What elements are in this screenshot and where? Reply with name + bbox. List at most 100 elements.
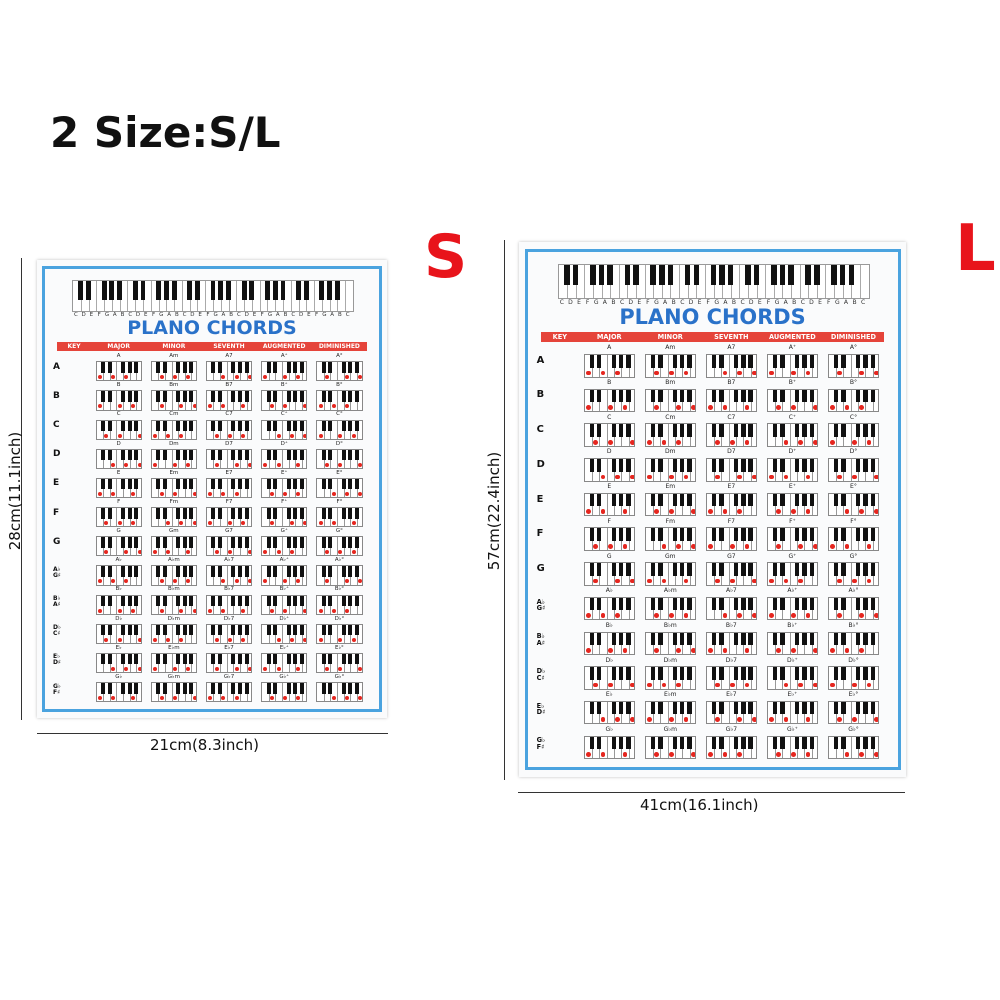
mini-keyboard bbox=[644, 458, 696, 482]
black-key bbox=[658, 632, 663, 645]
black-key bbox=[805, 265, 811, 286]
mini-keyboard-wrap bbox=[705, 388, 757, 413]
chord-cell: Dm bbox=[150, 440, 198, 470]
chord-cell: F7 bbox=[705, 518, 757, 552]
black-key bbox=[211, 362, 216, 373]
black-key bbox=[211, 624, 216, 636]
black-key bbox=[741, 632, 746, 645]
mini-keyboard-wrap bbox=[205, 536, 253, 557]
small-height-line bbox=[21, 258, 22, 720]
chord-name: G⁺ bbox=[280, 528, 288, 534]
note-dot bbox=[179, 521, 184, 526]
mini-keyboard bbox=[766, 700, 819, 725]
black-key bbox=[711, 493, 717, 507]
black-key bbox=[162, 566, 167, 577]
chord-name: E bbox=[607, 483, 612, 491]
note-dot bbox=[97, 375, 102, 380]
mini-keyboard bbox=[583, 700, 635, 725]
note-dot bbox=[296, 696, 301, 701]
black-key bbox=[802, 389, 807, 403]
black-key bbox=[650, 265, 656, 286]
black-key bbox=[321, 478, 326, 490]
white-key-divider bbox=[584, 265, 586, 298]
note-dot bbox=[813, 647, 818, 653]
mini-keyboard bbox=[95, 419, 142, 440]
chord-cell: A7 bbox=[205, 353, 253, 382]
black-key bbox=[794, 355, 800, 368]
mini-keyboard-wrap bbox=[150, 477, 198, 499]
black-key bbox=[266, 478, 271, 490]
white-key-divider bbox=[226, 449, 228, 468]
black-key bbox=[748, 667, 753, 680]
black-key bbox=[863, 597, 868, 611]
mini-keyboard-wrap bbox=[205, 594, 253, 615]
black-key bbox=[680, 493, 685, 507]
chord-name: E♭⁺ bbox=[787, 691, 798, 699]
note-dot bbox=[668, 370, 674, 376]
mini-keyboard bbox=[705, 527, 757, 551]
black-key bbox=[162, 420, 167, 432]
chord-cell: E° bbox=[827, 484, 880, 517]
black-key bbox=[680, 563, 685, 576]
mini-keyboard-wrap bbox=[261, 623, 308, 644]
black-key bbox=[809, 389, 814, 403]
chord-cell: Am bbox=[644, 345, 696, 378]
note-dot bbox=[600, 717, 606, 723]
black-key bbox=[348, 478, 353, 490]
note-letter: C bbox=[182, 312, 187, 318]
white-key-divider bbox=[171, 566, 173, 585]
chord-cell: F° bbox=[827, 518, 880, 552]
mini-keyboard-wrap bbox=[705, 492, 757, 517]
note-letter: B bbox=[852, 299, 857, 307]
chord-name: Dm bbox=[169, 440, 179, 447]
white-key-divider bbox=[116, 683, 118, 702]
chord-name: G♭° bbox=[848, 725, 859, 733]
black-key bbox=[286, 508, 291, 519]
note-dot bbox=[654, 405, 659, 410]
black-key bbox=[772, 736, 778, 750]
note-dot bbox=[159, 696, 164, 701]
note-dot bbox=[751, 474, 756, 480]
black-key bbox=[341, 449, 346, 461]
black-key bbox=[218, 537, 223, 548]
mini-keyboard-wrap bbox=[95, 682, 142, 703]
chord-name: B⁺ bbox=[788, 379, 797, 387]
note-dot bbox=[874, 752, 879, 757]
black-key bbox=[348, 624, 353, 636]
black-key bbox=[348, 595, 353, 607]
black-key bbox=[833, 632, 839, 645]
black-key bbox=[211, 449, 216, 461]
large-height-label: 57cm(22.4inch) bbox=[485, 451, 503, 571]
mini-keyboard-wrap bbox=[150, 361, 198, 382]
key-label: E♭ D♯ bbox=[536, 701, 546, 717]
black-key bbox=[354, 595, 359, 607]
black-key bbox=[719, 493, 724, 507]
chord-name: E♭7 bbox=[224, 644, 234, 651]
black-key bbox=[299, 624, 304, 636]
chord-cell: B♭⁺ bbox=[261, 587, 308, 615]
mini-keyboard-wrap bbox=[705, 735, 757, 760]
black-key bbox=[237, 537, 242, 548]
mini-keyboard bbox=[316, 682, 363, 703]
mini-keyboard-wrap bbox=[150, 390, 198, 411]
black-key bbox=[741, 736, 746, 750]
black-key bbox=[231, 508, 236, 519]
chord-cell: D♭7 bbox=[705, 657, 757, 691]
black-key bbox=[244, 653, 249, 665]
mini-keyboard bbox=[261, 477, 308, 499]
chord-cell: F⁺ bbox=[261, 499, 308, 528]
chord-cell: G7 bbox=[205, 528, 253, 557]
white-key-divider bbox=[281, 683, 283, 702]
note-dot bbox=[722, 509, 728, 514]
note-dot bbox=[852, 578, 857, 584]
mini-keyboard bbox=[827, 735, 880, 760]
black-key bbox=[841, 389, 846, 403]
white-key-divider bbox=[667, 736, 669, 759]
note-dot bbox=[769, 613, 774, 619]
black-key bbox=[266, 449, 271, 461]
chord-name: G7 bbox=[727, 552, 736, 560]
note-dot bbox=[247, 375, 252, 380]
white-key-divider bbox=[171, 391, 173, 410]
black-key bbox=[218, 566, 223, 577]
